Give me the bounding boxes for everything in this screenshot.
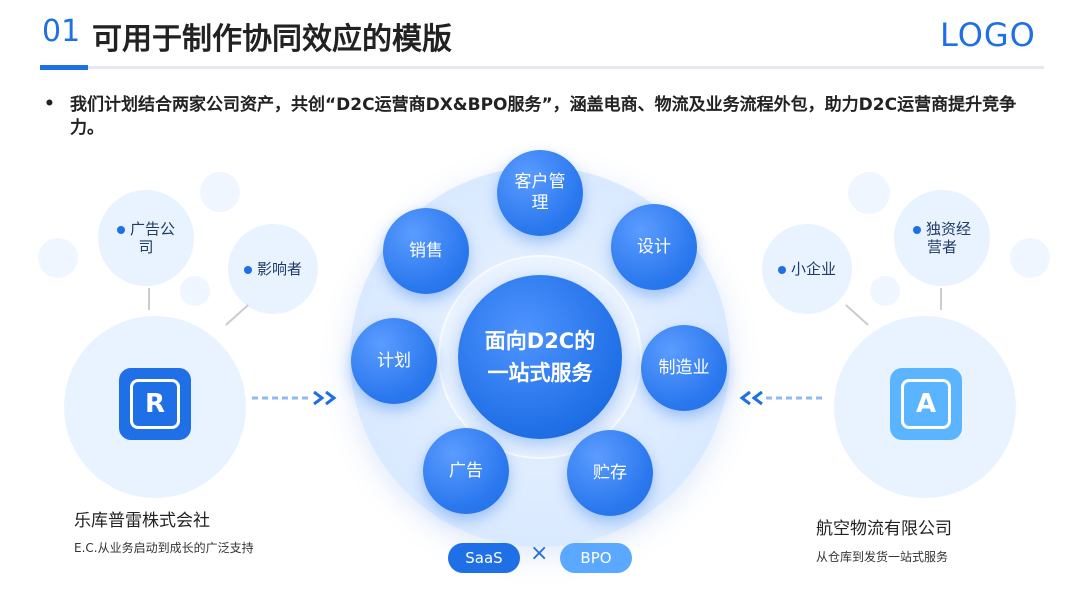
node-label: 贮存 — [593, 462, 627, 483]
tag-bubble-small-business: 小企业 — [762, 224, 852, 314]
decor-bubble — [38, 238, 78, 278]
decor-bubble — [1010, 238, 1050, 278]
node-design: 设计 — [611, 204, 697, 290]
dot-icon — [912, 225, 921, 234]
dot-icon — [243, 265, 252, 274]
tag-bubble-sole-proprietor: 独资经 营者 — [894, 190, 990, 286]
a-icon: A — [901, 379, 951, 429]
node-label: 客户管 理 — [514, 172, 566, 213]
tag-bubble-influencer: 影响者 — [228, 224, 318, 314]
node-label: 销售 — [409, 240, 443, 261]
cross-icon: × — [530, 541, 549, 566]
node-label: 广告 — [449, 460, 483, 481]
tag-label: 独资经 营者 — [925, 220, 971, 256]
bullet-text: 我们计划结合两家公司资产，共创“D2C运营商DX&BPO服务”，涵盖电商、物流及… — [70, 95, 1017, 138]
node-sales: 销售 — [383, 208, 469, 294]
title-divider — [40, 66, 1044, 69]
dashed-right-arrow-icon — [252, 390, 337, 406]
section-number: 01 — [42, 14, 81, 49]
node-manufacturing: 制造业 — [641, 325, 727, 411]
service-core-label: 面向D2C的 一站式服务 — [484, 329, 596, 385]
logo: LOGO — [940, 16, 1036, 54]
connector-line — [225, 304, 249, 326]
connector-line — [940, 288, 942, 310]
title-divider-accent — [40, 65, 88, 70]
tag-label: 广告公 司 — [129, 220, 175, 256]
node-storage: 贮存 — [567, 430, 653, 516]
connector-line — [148, 288, 150, 310]
decor-bubble — [870, 276, 900, 306]
service-core: 面向D2C的 一站式服务 — [458, 275, 622, 439]
decor-bubble — [200, 172, 240, 212]
dot-icon — [116, 225, 125, 234]
company-desc-left: E.C.从业务启动到成长的广泛支持 — [74, 541, 254, 555]
tag-label: 小企业 — [790, 260, 836, 278]
company-name-right: 航空物流有限公司 — [816, 519, 952, 539]
dot-icon — [777, 265, 786, 274]
company-name-left: 乐库普雷株式会社 — [74, 511, 210, 531]
bpo-pill: BPO — [560, 543, 632, 573]
page-title: 可用于制作协同效应的模版 — [92, 22, 452, 57]
node-advertising: 广告 — [423, 428, 509, 514]
decor-bubble — [180, 276, 210, 306]
node-label: 制造业 — [658, 357, 710, 378]
dashed-left-arrow-icon — [739, 390, 826, 406]
company-logo-right: A — [890, 368, 962, 440]
decor-bubble — [848, 172, 890, 214]
node-customer-management: 客户管 理 — [497, 150, 583, 236]
saas-pill: SaaS — [448, 543, 520, 573]
r-icon: R — [130, 379, 180, 429]
bullet-marker: • — [44, 94, 55, 114]
connector-line — [845, 304, 869, 326]
node-label: 计划 — [377, 350, 411, 371]
tag-label: 影响者 — [256, 260, 302, 278]
company-desc-right: 从仓库到发货一站式服务 — [816, 550, 949, 564]
tag-bubble-ad-agency: 广告公 司 — [98, 190, 194, 286]
node-label: 设计 — [637, 236, 671, 257]
node-planning: 计划 — [351, 318, 437, 404]
company-logo-left: R — [119, 368, 191, 440]
